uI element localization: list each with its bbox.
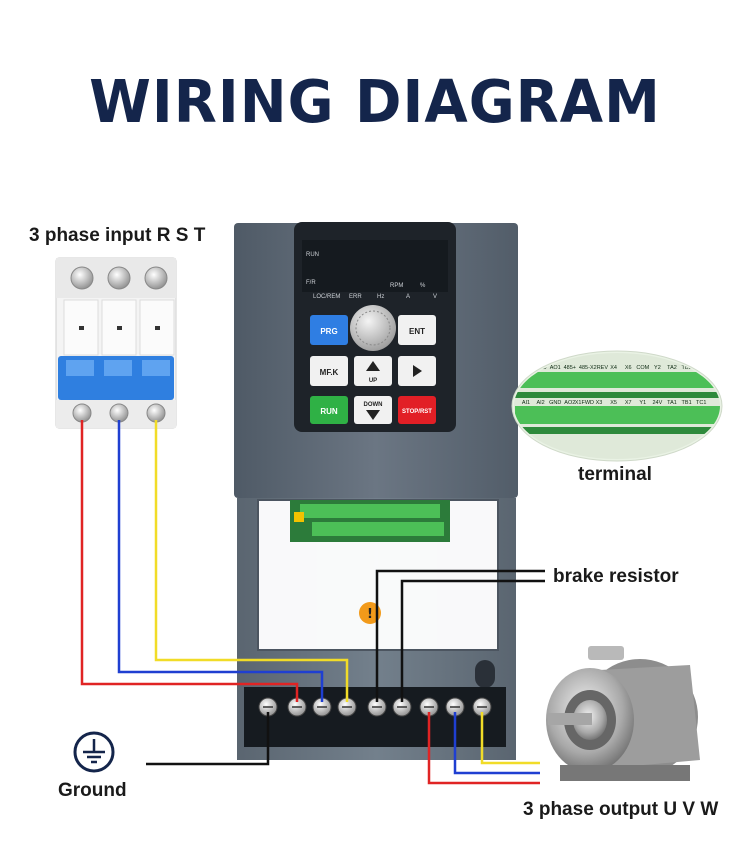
- terminal-label-item: TB1: [682, 400, 692, 406]
- down-key-label: DOWN: [364, 402, 383, 408]
- indicator-err: ERR: [349, 294, 362, 300]
- control-terminal-block: [290, 500, 450, 542]
- circuit-breaker: [55, 257, 177, 429]
- wire-r: [80, 420, 299, 702]
- terminal-label-item: GND: [549, 400, 561, 406]
- terminal-label-item: 485-: [579, 365, 590, 371]
- terminal-label-item: AO1: [550, 365, 561, 371]
- output-label: 3 phase output U V W: [523, 799, 719, 820]
- indicator-hz: Hz: [377, 294, 384, 300]
- terminal-label-item: X3: [596, 400, 603, 406]
- terminal-label-item: AO2: [564, 400, 575, 406]
- warning-sticker: [359, 602, 381, 624]
- terminal-label-item: Y1: [639, 400, 646, 406]
- terminal-label-item: Y2: [654, 365, 661, 371]
- terminal-label: terminal: [578, 464, 652, 485]
- wire-s: [117, 420, 324, 702]
- run-key[interactable]: [310, 396, 348, 424]
- terminal-label-item: X6: [625, 365, 632, 371]
- indicator-a: A: [406, 294, 410, 300]
- terminal-label-item: X7: [625, 400, 632, 406]
- terminal-label-item: TA1: [667, 400, 677, 406]
- terminal-label-item: TC2: [696, 365, 706, 371]
- indicator-v: V: [433, 294, 437, 300]
- brake-resistor-label: brake resistor: [553, 566, 679, 587]
- terminal-label-item: TB2: [682, 365, 692, 371]
- terminal-label-item: X1FWD: [575, 400, 594, 406]
- prg-key[interactable]: [310, 315, 348, 345]
- keypad-panel: RUN F/R LOC/REM ERR Hz RPM A % V PRG ENT…: [294, 222, 456, 432]
- wire-t: [154, 420, 349, 702]
- down-arrow-icon: [366, 410, 380, 420]
- mfk-key-label: MF.K: [320, 368, 339, 377]
- terminal-label-item: COM: [636, 365, 649, 371]
- terminal-label-item: 24V: [653, 400, 663, 406]
- indicator-locrem: LOC/REM: [313, 294, 340, 300]
- right-arrow-icon: [413, 365, 422, 377]
- up-key-label: UP: [369, 378, 377, 384]
- wire-v: [453, 712, 540, 775]
- indicator-run: RUN: [306, 252, 319, 258]
- indicator-pct: %: [420, 283, 426, 289]
- terminal-label-item: TC1: [696, 400, 706, 406]
- prg-key-label: PRG: [320, 327, 337, 336]
- wire-w: [480, 712, 540, 765]
- stop-key[interactable]: [398, 396, 436, 424]
- power-terminal-row: [258, 697, 492, 717]
- potentiometer-knob[interactable]: [350, 305, 396, 351]
- mfk-key[interactable]: [310, 356, 348, 386]
- input-label: 3 phase input R S T: [29, 225, 206, 246]
- terminal-label-item: TA2: [667, 365, 677, 371]
- wire-brake-2: [400, 579, 545, 702]
- terminal-label-item: AI2: [536, 400, 544, 406]
- wire-ground: [146, 712, 270, 766]
- stop-key-label: STOP/RST: [402, 409, 432, 415]
- wire-u: [427, 712, 540, 785]
- terminal-label-item: 485+: [564, 365, 576, 371]
- terminal-label-item: X2REV: [590, 365, 608, 371]
- wire-brake-1: [375, 569, 545, 702]
- ent-key[interactable]: [398, 315, 436, 345]
- wiring: [80, 420, 545, 785]
- indicator-rpm: RPM: [390, 283, 403, 289]
- terminal-label-item: 10V: [521, 365, 531, 371]
- warning-mark: !: [367, 607, 373, 622]
- page-title: WIRING DIAGRAM: [89, 68, 661, 137]
- ground-icon: [73, 731, 115, 773]
- run-key-label: RUN: [320, 407, 338, 416]
- ground-label: Ground: [58, 780, 127, 801]
- indicator-fr: F/R: [306, 280, 316, 286]
- terminal-label-item: AI1: [522, 400, 530, 406]
- ent-key-label: ENT: [409, 327, 425, 336]
- terminal-label-item: X5: [610, 400, 617, 406]
- up-arrow-icon: [366, 361, 380, 371]
- terminal-label-item: X4: [610, 365, 617, 371]
- motor-illustration: [546, 646, 700, 781]
